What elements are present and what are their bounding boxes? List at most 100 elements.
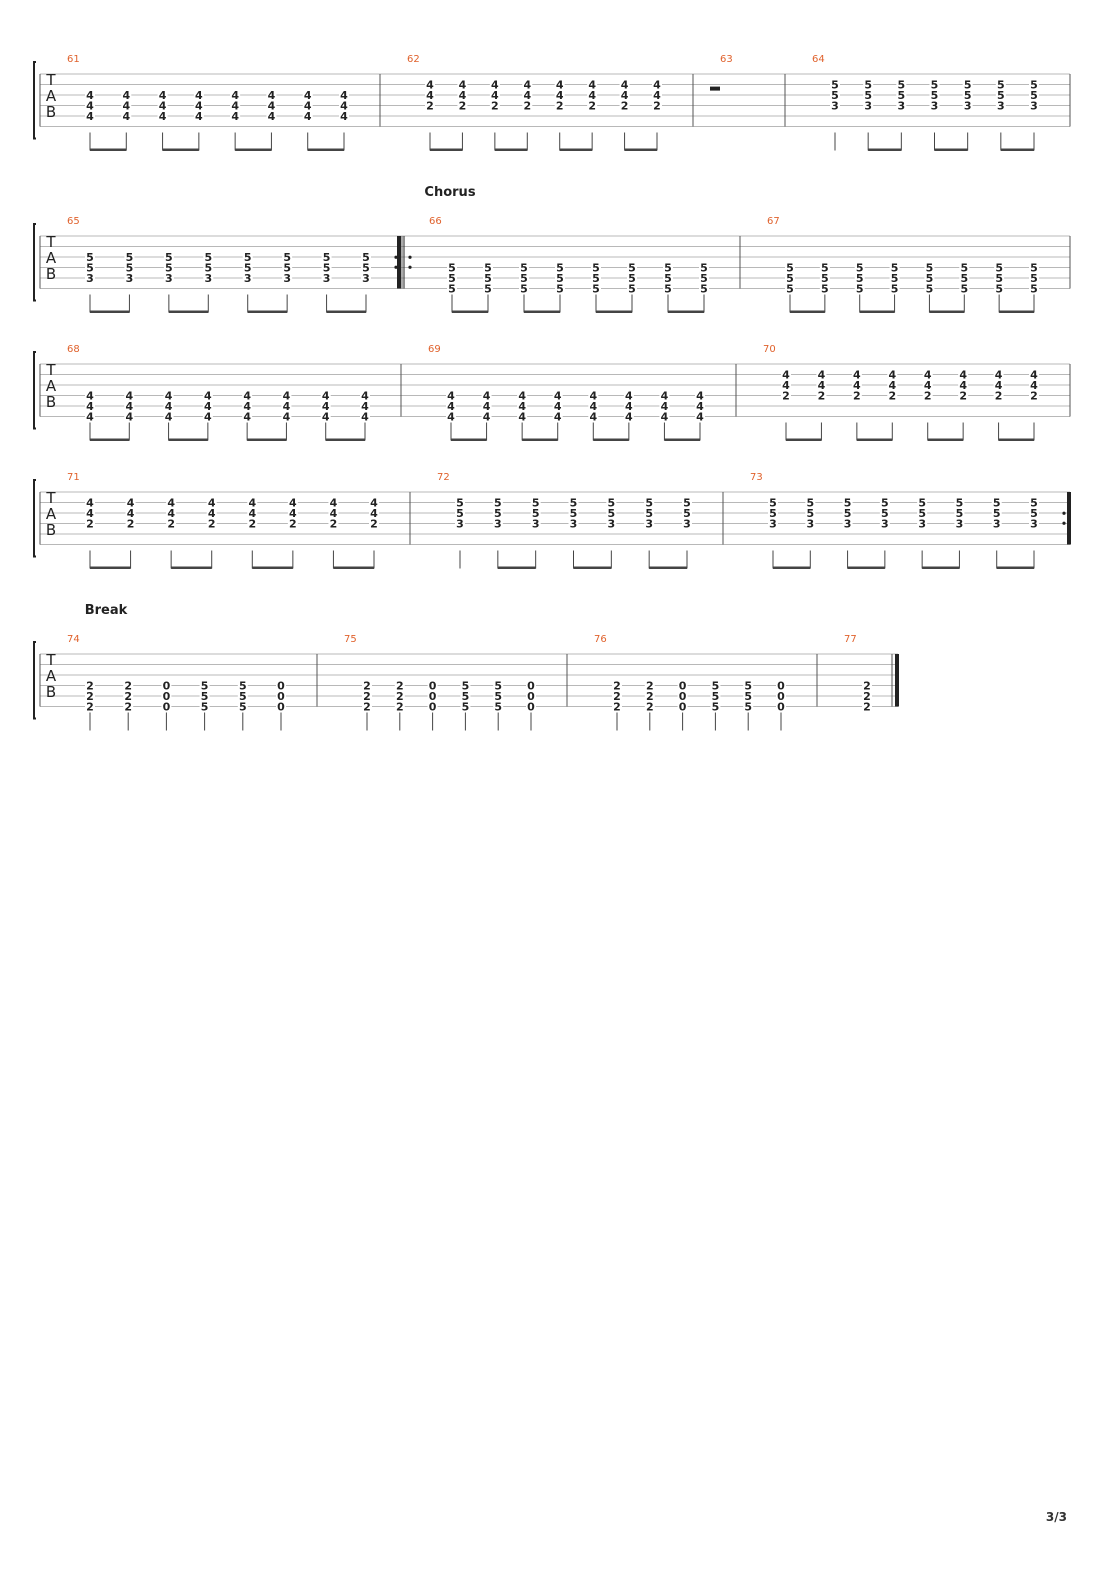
fret-number: 5: [484, 262, 492, 275]
fret-number: 0: [679, 690, 687, 703]
fret-bg: [427, 700, 438, 712]
fret-number: 5: [683, 507, 691, 520]
fret-bg: [695, 410, 705, 422]
fret-number: 3: [244, 272, 252, 285]
fret-bg: [124, 272, 135, 283]
fret-bg: [276, 690, 286, 701]
tab-clef-letter: T: [45, 361, 56, 379]
fret-number: 3: [645, 518, 653, 531]
fret-bg: [993, 389, 1004, 401]
fret-number: 2: [863, 690, 871, 703]
fret-number: 4: [204, 411, 212, 424]
fret-number: 5: [806, 507, 814, 520]
fret-bg: [489, 89, 500, 100]
fret-number: 4: [340, 110, 348, 123]
fret-bg: [644, 507, 655, 518]
measure-number: 70: [763, 344, 776, 355]
whole-rest: [710, 86, 720, 91]
note-beam: [247, 438, 287, 441]
fret-number: 5: [494, 497, 502, 510]
fret-bg: [481, 389, 492, 401]
fret-bg: [710, 679, 721, 691]
note-beam: [451, 438, 487, 441]
repeat-dot: [394, 265, 398, 269]
note-beam: [786, 438, 822, 441]
fret-number: 4: [322, 411, 330, 424]
fret-number: 0: [429, 680, 437, 693]
fret-bg: [394, 679, 405, 691]
fret-bg: [819, 282, 830, 294]
fret-bg: [161, 690, 172, 701]
fret-bg: [644, 679, 655, 691]
fret-bg: [612, 679, 622, 691]
fret-bg: [954, 517, 965, 529]
fret-number: 3: [1030, 518, 1038, 531]
fret-number: 5: [86, 262, 94, 275]
fret-bg: [1029, 282, 1039, 294]
fret-bg: [830, 89, 840, 100]
note-beam: [90, 310, 130, 313]
fret-number: 4: [122, 110, 130, 123]
note-beam: [497, 566, 536, 569]
fret-number: 5: [831, 79, 839, 92]
measure-number: 61: [67, 54, 80, 65]
fret-bg: [1029, 89, 1039, 100]
fret-number: 5: [864, 89, 872, 102]
fret-bg: [85, 400, 95, 411]
fret-bg: [677, 700, 688, 712]
fret-number: 4: [523, 79, 531, 92]
fret-number: 5: [520, 272, 528, 285]
fret-number: 4: [589, 400, 597, 413]
fret-bg: [644, 517, 655, 529]
fret-number: 5: [592, 283, 600, 296]
fret-number: 4: [204, 390, 212, 403]
fret-bg: [85, 700, 95, 712]
fret-number: 5: [456, 497, 464, 510]
fret-number: 4: [661, 390, 669, 403]
fret-number: 5: [891, 283, 899, 296]
fret-bg: [606, 496, 617, 508]
fret-bg: [369, 517, 379, 529]
fret-bg: [266, 89, 277, 100]
fret-number: 5: [628, 262, 636, 275]
fret-bg: [161, 679, 172, 691]
fret-bg: [854, 282, 865, 294]
fret-number: 5: [462, 680, 470, 693]
fret-number: 4: [122, 100, 130, 113]
fret-bg: [242, 272, 253, 283]
fret-bg: [922, 389, 933, 401]
fret-number: 2: [924, 390, 932, 403]
note-beam: [333, 566, 374, 569]
fret-number: 5: [844, 497, 852, 510]
fret-number: 2: [426, 100, 434, 113]
system-bracket: [33, 351, 36, 430]
fret-number: 2: [853, 390, 861, 403]
measure-number: 66: [429, 216, 442, 227]
fret-number: 4: [818, 379, 826, 392]
fret-number: 5: [786, 283, 794, 296]
fret-bg: [682, 496, 692, 508]
note-beam: [168, 438, 208, 441]
fret-bg: [776, 700, 786, 712]
fret-number: 5: [995, 262, 1003, 275]
fret-bg: [830, 99, 840, 111]
fret-bg: [768, 496, 778, 508]
fret-bg: [166, 507, 177, 518]
fret-bg: [121, 110, 132, 121]
fret-bg: [879, 496, 890, 508]
fret-bg: [481, 400, 492, 411]
fret-number: 5: [448, 272, 456, 285]
tab-clef-letter: B: [46, 265, 56, 283]
fret-number: 5: [960, 283, 968, 296]
fret-bg: [203, 251, 214, 262]
note-beam: [90, 438, 130, 441]
fret-number: 4: [304, 89, 312, 102]
fret-bg: [203, 272, 214, 283]
fret-bg: [954, 507, 965, 518]
fret-bg: [554, 89, 565, 100]
fret-bg: [362, 700, 372, 712]
fret-bg: [206, 507, 217, 518]
note-beam: [235, 148, 272, 151]
fret-number: 2: [653, 100, 661, 113]
fret-number: 4: [959, 379, 967, 392]
